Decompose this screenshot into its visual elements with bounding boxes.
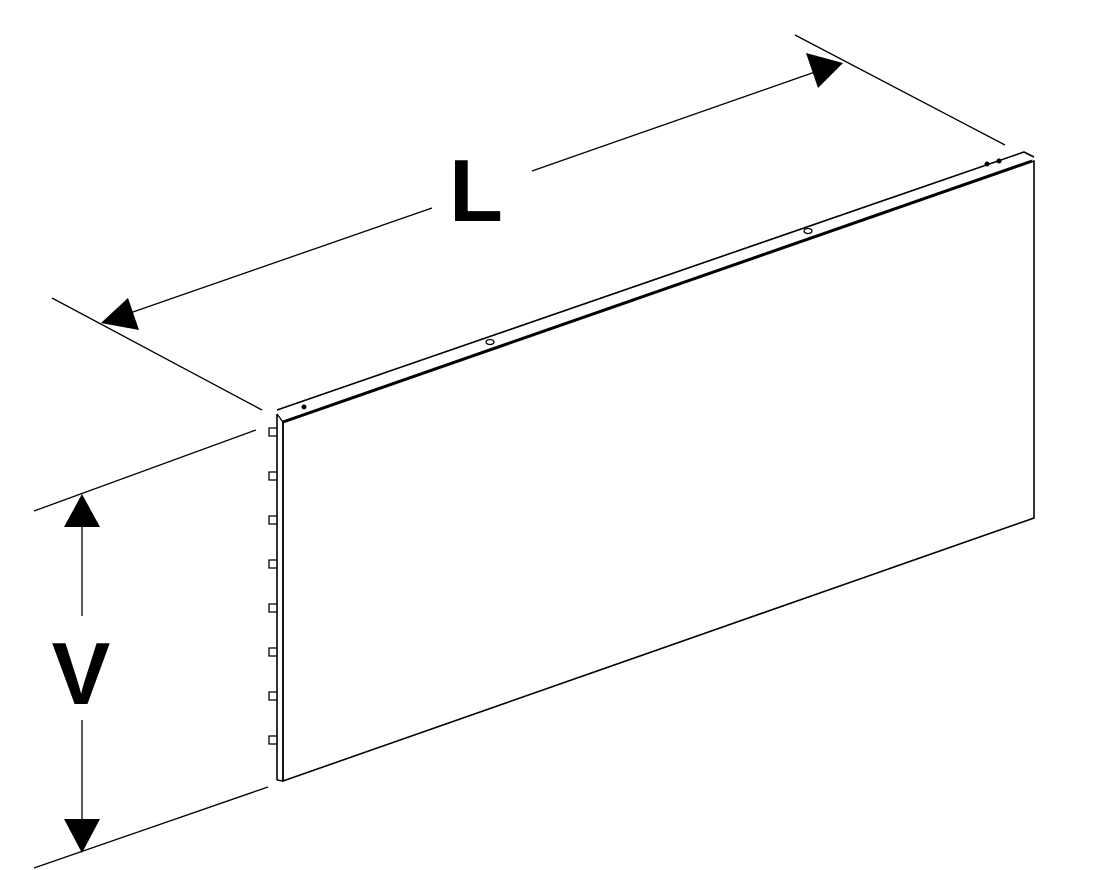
hook-slot	[268, 735, 277, 745]
length-dimension-line-right	[531, 64, 836, 172]
panel-left-flange-bottom	[276, 779, 284, 782]
length-arrowhead-left	[101, 298, 139, 330]
height-label: V	[52, 624, 111, 723]
mounting-hole	[984, 161, 990, 167]
hook-slot	[268, 427, 277, 437]
length-arrowhead-right	[806, 53, 843, 88]
mounting-holes	[301, 158, 1002, 410]
hook-slot	[268, 515, 277, 525]
height-arrowhead-top	[64, 494, 100, 527]
mounting-hole	[485, 338, 495, 346]
panel-top-flange	[276, 151, 1035, 411]
length-extension-line-right	[794, 34, 1006, 146]
height-arrowhead-bottom	[64, 819, 100, 853]
panel-face	[282, 159, 1035, 783]
height-dimension: V	[33, 429, 269, 869]
mounting-hole	[996, 158, 1002, 164]
length-extension-line-left	[51, 297, 263, 411]
panel	[268, 151, 1035, 783]
mounting-hole	[803, 227, 813, 235]
hook-slot	[268, 559, 277, 569]
hook-slot	[268, 471, 277, 481]
height-extension-line-top	[33, 429, 257, 512]
hook-slots	[268, 427, 277, 745]
height-extension-line-bottom	[33, 786, 269, 869]
hook-slot	[268, 691, 277, 701]
hook-slot	[268, 647, 277, 657]
length-dimension: L	[51, 34, 1006, 411]
length-label: L	[449, 141, 503, 240]
panel-top-edge-bold	[282, 159, 1033, 424]
panel-flange-inner	[276, 413, 284, 423]
length-dimension-line-left	[109, 207, 433, 321]
hook-slot	[268, 603, 277, 613]
mounting-hole	[301, 404, 307, 410]
